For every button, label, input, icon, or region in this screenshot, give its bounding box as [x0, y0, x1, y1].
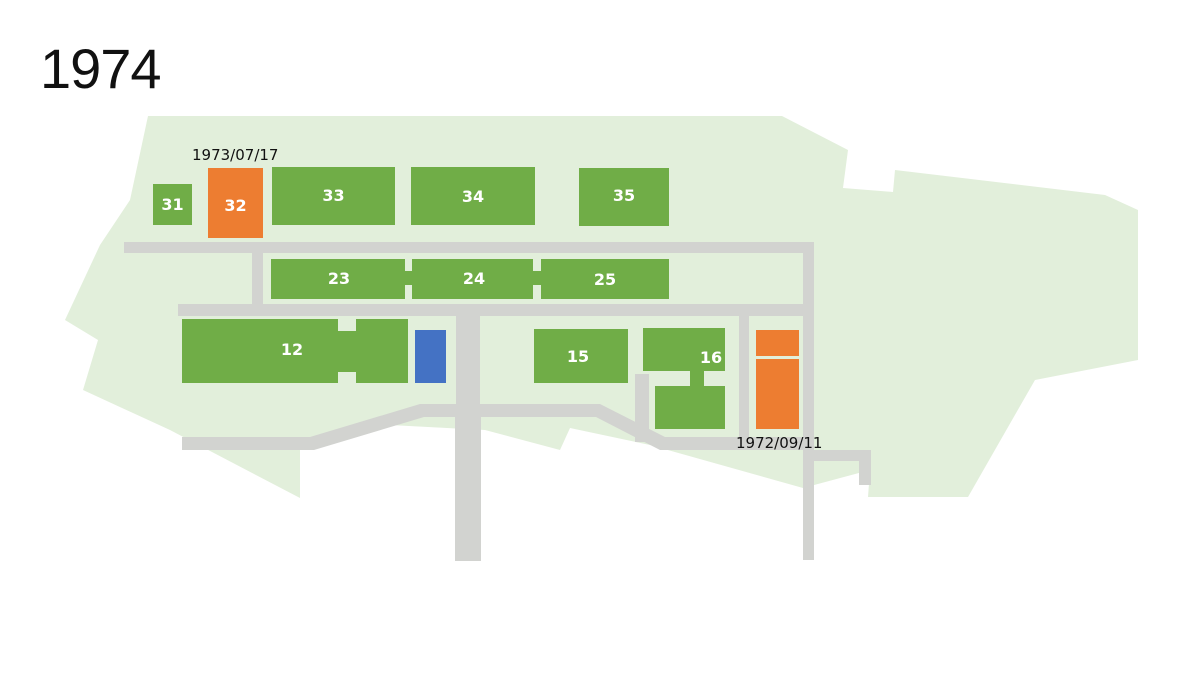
road-north	[124, 242, 814, 253]
building-15[interactable]	[534, 329, 628, 383]
road-east-inner	[739, 304, 749, 450]
blue-building[interactable]	[415, 330, 446, 383]
building-16-south[interactable]	[655, 386, 725, 429]
building-34[interactable]	[411, 167, 535, 225]
building-23-label: 23	[328, 269, 350, 288]
building-16-label: 16	[700, 348, 722, 367]
building-12-main[interactable]	[182, 319, 338, 383]
building-35[interactable]	[579, 168, 669, 226]
buildings-layer: 31 32 33 34 35 23 24 25 12 15	[153, 167, 799, 429]
map-year-title: 1974	[40, 37, 162, 100]
road-east-vertical	[803, 242, 814, 560]
building-12-link	[338, 331, 356, 372]
building-15-label: 15	[567, 347, 589, 366]
building-16-link	[690, 371, 704, 386]
building-34-label: 34	[462, 187, 484, 206]
building-24[interactable]	[412, 259, 533, 299]
road-connector-west	[252, 242, 263, 304]
east-building-date-label: 1972/09/11	[736, 434, 822, 452]
road-spur-east	[635, 374, 649, 442]
building-33[interactable]	[272, 167, 395, 225]
road-central-upper	[456, 304, 480, 404]
building-12-east-wing[interactable]	[356, 319, 408, 383]
building-32-label: 32	[224, 196, 246, 215]
east-new-building-south[interactable]	[756, 359, 799, 429]
building-25[interactable]	[541, 259, 669, 299]
road-se-stub-h	[803, 450, 871, 461]
road-network	[124, 242, 871, 561]
road-central-lower	[455, 404, 481, 561]
building-23-24-link	[405, 271, 412, 285]
building-23[interactable]	[271, 259, 405, 299]
building-24-25-link	[533, 271, 541, 285]
building-25-label: 25	[594, 270, 616, 289]
east-new-building-north[interactable]	[756, 330, 799, 356]
building-31[interactable]	[153, 184, 192, 225]
building-16-north[interactable]	[643, 328, 725, 371]
road-se-stub-v	[859, 450, 871, 485]
building-32[interactable]	[208, 168, 263, 238]
building-32-date-label: 1973/07/17	[192, 146, 278, 164]
building-35-label: 35	[613, 186, 635, 205]
building-24-label: 24	[463, 269, 485, 288]
building-31-label: 31	[161, 195, 183, 214]
building-12-label: 12	[281, 340, 303, 359]
building-33-label: 33	[322, 186, 344, 205]
road-middle	[178, 304, 814, 316]
